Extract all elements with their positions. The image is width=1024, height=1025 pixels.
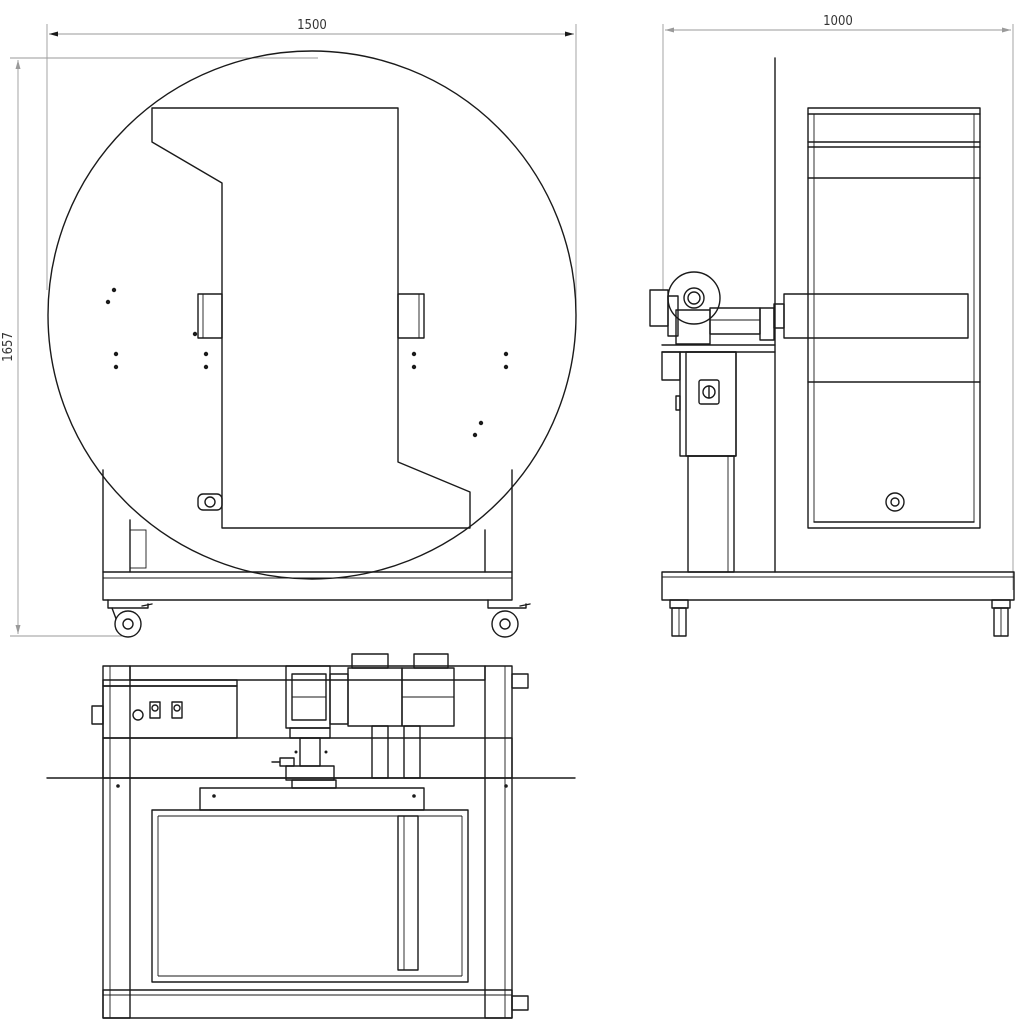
side-spindle: [783, 293, 969, 339]
side-width-label: 1000: [823, 14, 853, 29]
hub-left: [197, 293, 223, 339]
dimension-front-width: 1500: [46, 18, 577, 330]
top-view: [46, 653, 576, 1019]
top-control-panel: [102, 679, 238, 739]
front-view-frame: [102, 469, 513, 601]
rotary-switch-icon: [698, 379, 720, 405]
mounting-holes: [105, 287, 509, 438]
side-column: [687, 455, 735, 573]
overall-height-label: 1657: [1, 332, 16, 362]
side-drive-assembly: [649, 271, 776, 353]
top-motor-gearbox: [285, 653, 455, 779]
side-reel-cage: [807, 107, 981, 529]
reel-plate: [151, 107, 471, 529]
top-reel-cage: [151, 787, 469, 983]
top-view-marks: [116, 750, 508, 798]
side-caster-right: [991, 599, 1011, 637]
side-control-box: [661, 351, 737, 457]
front-knob-icon: [197, 493, 223, 511]
front-caster-right: [487, 599, 531, 638]
side-knob-icon: [885, 492, 905, 512]
turntable-disk: [47, 50, 577, 580]
front-view: [47, 50, 577, 638]
side-view: [649, 57, 1015, 637]
front-caster-left: [107, 599, 153, 638]
top-drive-shaft: [271, 727, 337, 789]
side-caster-left: [669, 599, 689, 637]
dimension-overall-height: 1657: [1, 57, 318, 637]
hub-right: [397, 293, 425, 339]
dimension-side-width: 1000: [662, 14, 1014, 590]
front-width-label: 1500: [297, 18, 327, 33]
side-base: [661, 571, 1015, 601]
